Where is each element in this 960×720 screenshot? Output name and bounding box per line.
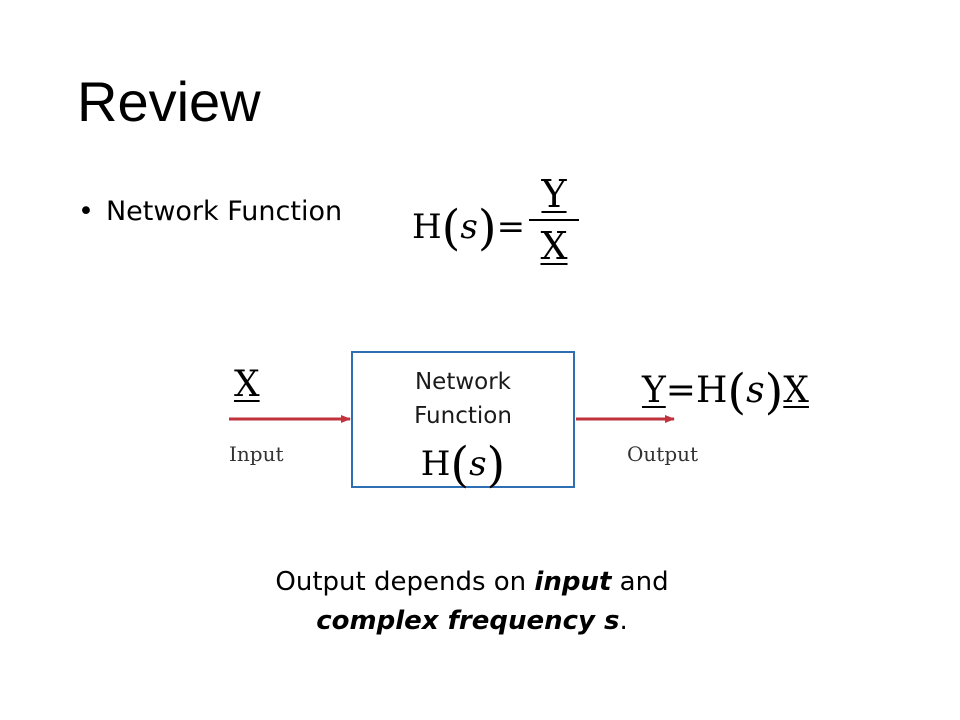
box-func: H [420, 444, 451, 484]
box-close-paren: ) [486, 437, 506, 493]
bullet-item: • Network Function [78, 198, 342, 225]
equation-equals: = [496, 207, 526, 247]
output-var: s [746, 370, 765, 411]
output-label: Output [627, 442, 699, 466]
input-label: Input [229, 442, 284, 466]
bullet-icon: • [78, 196, 94, 227]
equation-open-paren: ( [441, 200, 461, 256]
output-open-paren: ( [727, 364, 747, 420]
caption-input-word: input [534, 567, 612, 597]
box-label-line1: Network [414, 369, 512, 395]
equation-var: s [460, 207, 478, 247]
equation-numerator: Y [541, 172, 567, 216]
caption-part2: and [611, 567, 669, 597]
equation-fraction: Y X [529, 174, 579, 266]
box-var: s [469, 444, 487, 484]
bullet-text: Network Function [105, 196, 343, 227]
equation-denominator: X [540, 224, 568, 268]
output-equation: Y=H(s)X [642, 364, 809, 420]
slide-title: Review [77, 70, 261, 133]
network-function-box: Network Function H(s) [351, 351, 575, 493]
equation-func: H [412, 207, 442, 247]
output-lhs: Y [642, 370, 666, 411]
caption-end: . [619, 606, 628, 636]
caption-part1: Output depends on [275, 567, 535, 597]
output-close-paren: ) [764, 364, 784, 420]
box-label-line2: Function [414, 403, 512, 429]
caption: Output depends on input and complex freq… [0, 563, 944, 641]
box-equation: H(s) [353, 437, 573, 493]
output-rhs: X [783, 370, 809, 411]
output-func: H [695, 370, 728, 411]
caption-complex-phrase: complex frequency s [316, 606, 620, 636]
fraction-bar [529, 219, 579, 221]
equation-lhs: H(s)= [412, 200, 525, 256]
box-label: Network Function [353, 365, 573, 433]
box-open-paren: ( [450, 437, 470, 493]
equation-close-paren: ) [477, 200, 497, 256]
output-equals: = [665, 370, 696, 411]
input-symbol: X [234, 364, 260, 405]
